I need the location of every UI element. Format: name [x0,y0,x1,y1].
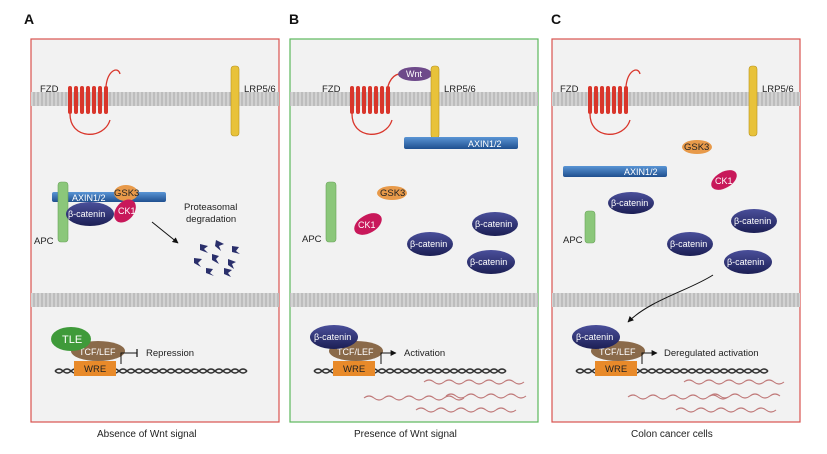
beta-catenin-label: β-catenin [576,332,613,342]
beta-catenin [572,325,620,349]
beta-catenin [731,209,777,233]
beta-catenin-label: β-catenin [670,239,707,249]
axin-bar [52,192,166,202]
apc-label: APC [302,234,322,245]
gsk3-label: GSK3 [684,142,709,153]
beta-catenin [310,325,358,349]
ck1-label: CK1 [358,220,376,230]
panel-b: B FZD Wnt LRP5/6 AXIN1/2 APC GSK3 CK1 β-… [289,11,539,440]
beta-catenin [608,192,654,214]
outcome-label: Activation [404,348,445,359]
apc-bar [584,210,596,244]
lrp-label: LRP5/6 [444,84,476,95]
panel-caption: Colon cancer cells [631,429,713,440]
wre-label: WRE [84,364,106,375]
repression-symbol [120,352,137,364]
panel-c: C FZD LRP5/6 AXIN1/2 GSK3 CK1 APC β-cate… [551,11,801,440]
gsk3 [682,140,712,154]
degradation-label-1: Proteasomal [184,202,237,213]
outcome-label: Deregulated activation [664,348,759,359]
wnt-ligand [398,67,432,81]
gsk3-label: GSK3 [380,188,405,199]
ck1 [711,170,737,190]
tcf-lef-label: TCF/LEF [337,347,374,357]
beta-catenin [66,202,114,226]
wre-box [333,361,375,376]
nuclear-translocation-arrow [627,274,714,323]
degradation-arrow [151,221,179,244]
fzd-receptor [350,73,405,135]
panel-caption: Absence of Wnt signal [97,429,197,440]
beta-catenin [407,232,453,256]
activation-arrow [641,350,658,364]
beta-catenin-label: β-catenin [734,216,771,226]
ck1-label: CK1 [715,176,733,186]
panel-a: A FZD LRP5/6 AXIN1/2 APC β-catenin GSK3 [24,11,280,440]
wnt-label: Wnt [406,69,423,79]
fzd-label: FZD [322,84,341,95]
gsk3-label: GSK3 [114,188,139,199]
beta-catenin-label: β-catenin [611,198,648,208]
activation-arrow [380,350,397,364]
outcome-label: Repression [146,348,194,359]
nuclear-membrane [290,293,538,307]
wre-box [595,361,637,376]
degradation-label-2: degradation [186,214,236,225]
axin-label: AXIN1/2 [468,139,502,149]
panel-letter: C [551,11,561,27]
beta-catenin [472,212,518,236]
ck1 [114,199,136,223]
axin-bar [563,166,667,177]
panel-letter: A [24,11,34,27]
beta-catenin-label: β-catenin [475,219,512,229]
tcf-lef-label: TCF/LEF [599,347,636,357]
apc-label: APC [563,235,583,246]
beta-catenin [667,232,713,256]
axin-bar [404,137,518,149]
apc-bar [325,181,337,243]
beta-catenin [724,250,772,274]
fzd-receptor [588,69,641,135]
tle [51,327,91,351]
lrp-label: LRP5/6 [244,84,276,95]
lrp-label: LRP5/6 [762,84,794,95]
degraded-fragments [194,240,240,277]
fzd-receptor [68,69,121,135]
fzd-label: FZD [40,84,59,95]
gsk3 [114,185,138,201]
wre-label: WRE [343,364,365,375]
axin-label: AXIN1/2 [624,167,658,177]
nuclear-membrane [31,293,279,307]
beta-catenin-label: β-catenin [727,257,764,267]
apc-label: APC [34,236,54,247]
wre-box [74,361,116,376]
mrna-transcripts [363,379,527,413]
axin-label: AXIN1/2 [72,193,106,203]
beta-catenin-label: β-catenin [470,257,507,267]
mrna-transcripts [627,379,785,413]
panel-letter: B [289,11,299,27]
wre-label: WRE [605,364,627,375]
ck1 [354,213,382,235]
beta-catenin-label: β-catenin [68,209,105,219]
fzd-label: FZD [560,84,579,95]
lrp-receptor [430,65,440,139]
lrp-receptor [230,65,240,137]
nuclear-membrane [552,293,800,307]
lrp-receptor [748,65,758,137]
tle-label: TLE [62,334,82,346]
panel-caption: Presence of Wnt signal [354,429,457,440]
ck1-label: CK1 [118,206,136,216]
beta-catenin [467,250,515,274]
beta-catenin-label: β-catenin [410,239,447,249]
beta-catenin-label: β-catenin [314,332,351,342]
tcf-lef-label: TCF/LEF [79,347,116,357]
gsk3 [377,186,407,200]
